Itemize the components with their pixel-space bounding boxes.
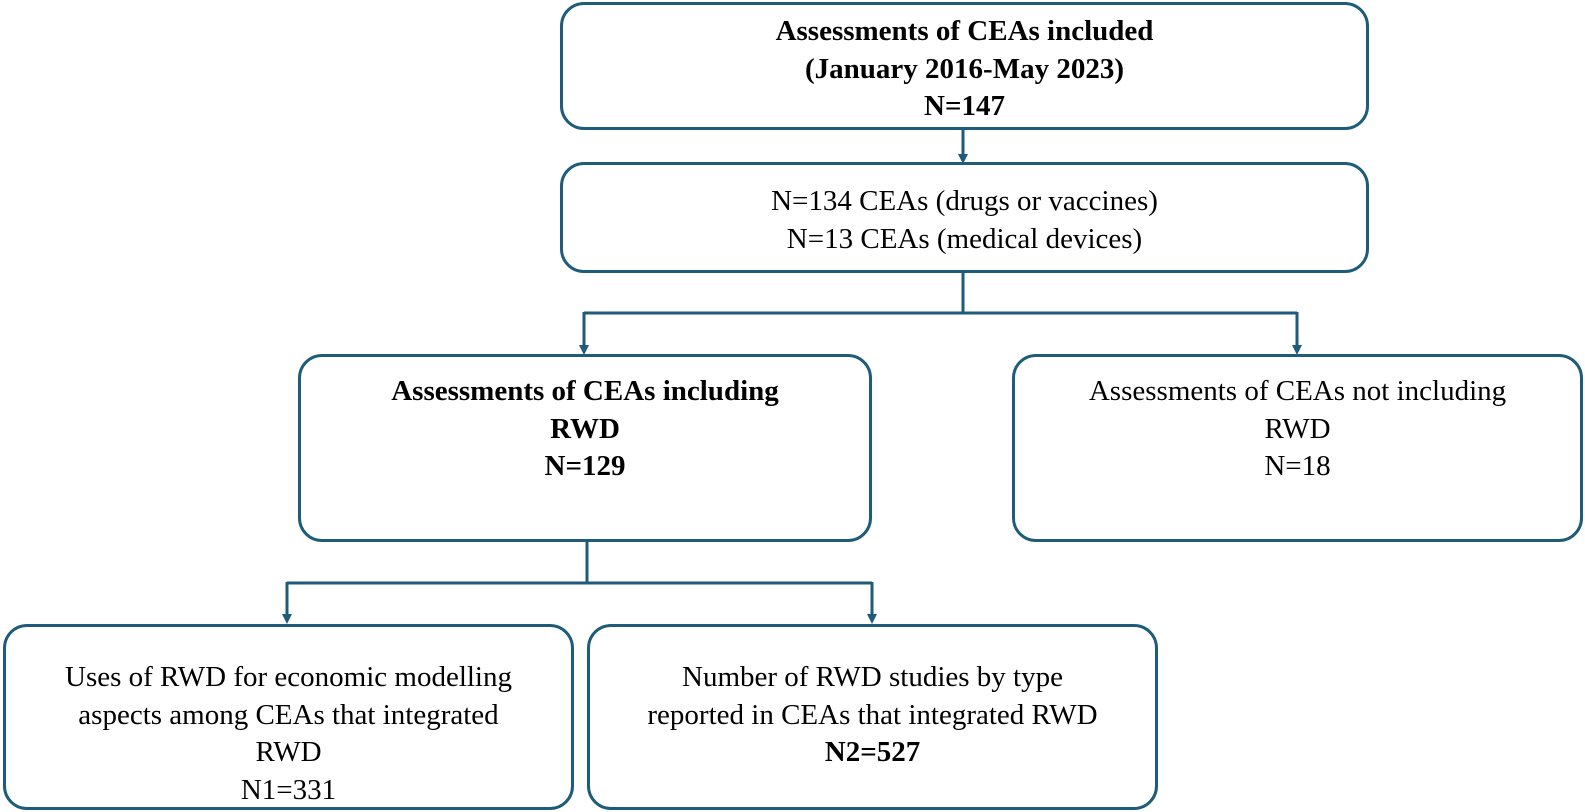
including-rwd-label: RWD	[550, 412, 620, 445]
box-assessments-included: Assessments of CEAs included (January 20…	[560, 2, 1369, 130]
including-rwd-title: Assessments of CEAs including	[391, 375, 779, 407]
uses-rwd-count: N1=331	[240, 774, 337, 807]
rwd-studies-line2: reported in CEAs that integrated RWD	[647, 698, 1098, 731]
rwd-studies-line1: Number of RWD studies by type	[682, 661, 1063, 693]
not-including-rwd-title: Assessments of CEAs not including	[1088, 375, 1507, 407]
types-medical-devices: N=13 CEAs (medical devices)	[786, 222, 1143, 255]
types-drugs-vaccines: N=134 CEAs (drugs or vaccines)	[771, 185, 1158, 217]
not-including-rwd-count: N=18	[1264, 450, 1331, 483]
box-uses-rwd: Uses of RWD for economic modelling aspec…	[3, 624, 574, 810]
uses-rwd-line1: Uses of RWD for economic modelling	[65, 661, 512, 693]
included-date-range: (January 2016-May 2023)	[805, 52, 1124, 85]
box-not-including-rwd: Assessments of CEAs not including RWD N=…	[1012, 354, 1583, 542]
box-including-rwd: Assessments of CEAs including RWD N=129	[298, 354, 872, 542]
box-cea-types: N=134 CEAs (drugs or vaccines) N=13 CEAs…	[560, 162, 1369, 273]
box-rwd-studies: Number of RWD studies by type reported i…	[587, 624, 1158, 810]
not-including-rwd-label: RWD	[1264, 412, 1331, 445]
uses-rwd-line3: RWD	[255, 736, 322, 769]
uses-rwd-line2: aspects among CEAs that integrated	[78, 698, 499, 731]
included-count: N=147	[924, 90, 1005, 123]
rwd-studies-count: N2=527	[824, 736, 921, 769]
including-rwd-count: N=129	[544, 450, 626, 483]
included-title: Assessments of CEAs included	[775, 15, 1154, 47]
